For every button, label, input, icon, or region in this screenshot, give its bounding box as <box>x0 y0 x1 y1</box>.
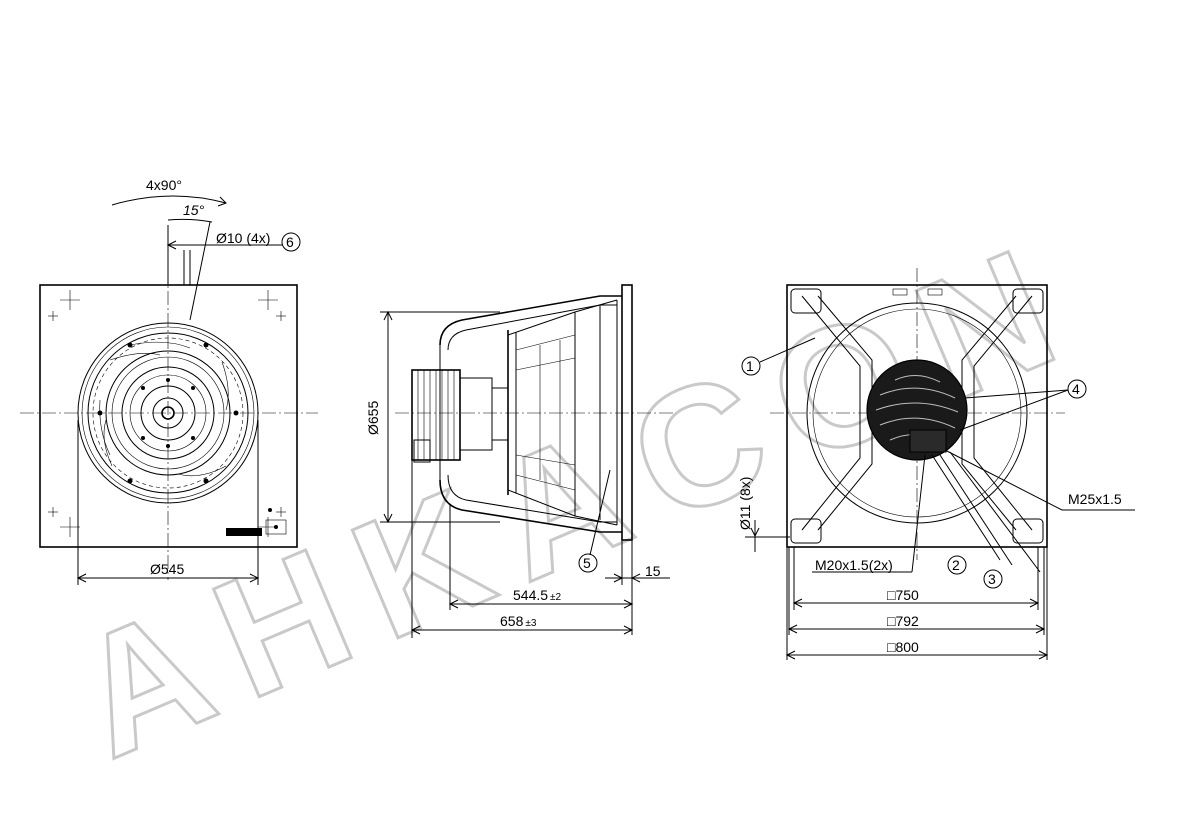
callout-5-circle <box>578 553 598 573</box>
diameter-label: Ø545 <box>150 561 184 577</box>
front-view: 4x90° 15° Ø10 (4x) 6 Ø545 <box>20 177 318 585</box>
width-2-label: □792 <box>887 613 919 629</box>
callout-2: 2 <box>952 557 960 573</box>
inlet-ring <box>77 322 259 504</box>
depth-1-value: 544.5 <box>513 587 548 603</box>
callout-1: 1 <box>746 358 754 374</box>
callout-6: 6 <box>286 234 294 250</box>
depth-2-value: 658 <box>500 613 524 629</box>
hole-label: Ø10 (4x) <box>216 230 270 246</box>
flange-label: 15 <box>645 563 661 579</box>
callout-4: 4 <box>1072 381 1080 397</box>
height-label: Ø655 <box>365 401 381 435</box>
callout-3: 3 <box>988 571 996 587</box>
callout-5: 5 <box>583 555 591 571</box>
width-3-label: □800 <box>887 639 919 655</box>
support-frame <box>439 295 622 346</box>
rear-hole-label: Ø11 (8x) <box>737 477 753 530</box>
width-3-value: 800 <box>895 639 919 655</box>
width-1-value: 750 <box>895 587 919 603</box>
width-1-symbol: □ <box>887 587 896 603</box>
watermark: AHKACON <box>49 202 1106 796</box>
depth-1-tolerance: ±2 <box>550 592 561 603</box>
watermark-text: AHKACON <box>50 203 1104 794</box>
width-3-symbol: □ <box>887 639 896 655</box>
width-1-label: □750 <box>887 587 919 603</box>
pattern-arc <box>111 195 227 206</box>
pattern-label: 4x90° <box>146 177 182 193</box>
thread-large-label: M25x1.5 <box>1068 491 1122 507</box>
thread-small-label: M20x1.5(2x) <box>815 557 893 573</box>
mounting-bolts <box>97 342 239 484</box>
callout-4-circle <box>1067 379 1087 399</box>
callout-2-circle <box>947 555 967 575</box>
depth-2-tolerance: ±3 <box>525 618 536 629</box>
width-2-value: 792 <box>895 613 919 629</box>
side-view: Ø655 5 15 544.5±2 658±3 <box>365 284 675 638</box>
callout-3-circle <box>983 569 1003 589</box>
callout-1-circle <box>741 356 761 376</box>
inlet-flange <box>621 284 633 541</box>
depth-2-label: 658±3 <box>500 613 537 629</box>
angle-label: 15° <box>183 202 205 218</box>
label-plate <box>226 528 262 536</box>
callout-6-circle <box>281 232 301 252</box>
depth-1-label: 544.5±2 <box>513 587 562 603</box>
terminal-box <box>909 429 947 453</box>
width-2-symbol: □ <box>887 613 896 629</box>
corner-feet <box>790 288 1044 544</box>
rear-view: 1 4 M25x1.5 M20x1.5(2x) 2 3 Ø11 (8x) □75… <box>737 268 1135 660</box>
